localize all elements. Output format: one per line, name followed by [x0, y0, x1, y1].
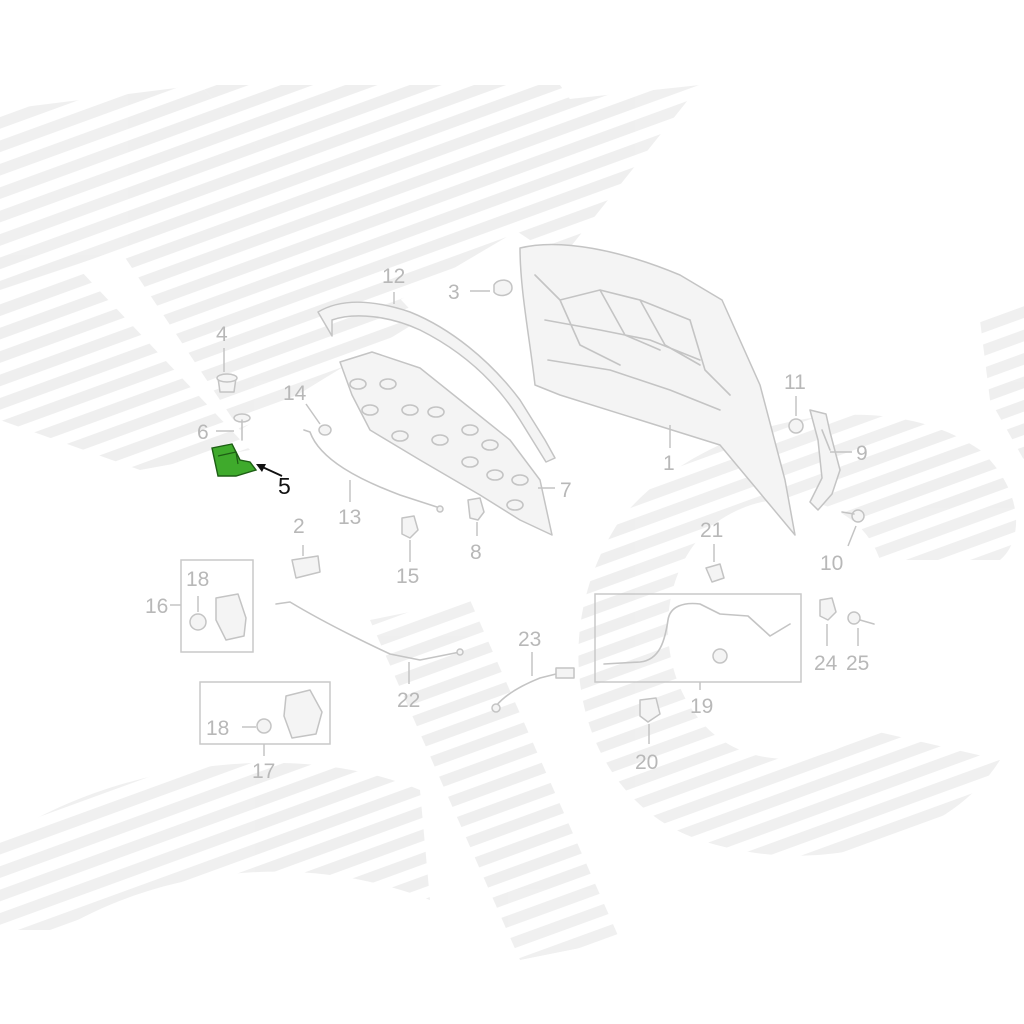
callout-9: 9 [856, 442, 868, 465]
callout-10: 10 [820, 552, 843, 575]
cable-23 [491, 667, 575, 713]
callout-2: 2 [293, 515, 305, 538]
bolt-10 [841, 509, 865, 523]
callout-13: 13 [338, 506, 361, 529]
clip-20 [639, 697, 661, 723]
group-box-17 [199, 681, 331, 745]
callout-11: 11 [784, 371, 806, 394]
watermark-logo [0, 85, 1024, 960]
hood-insulator [339, 351, 553, 536]
callout-3: 3 [448, 281, 460, 304]
bumper-stop [291, 555, 321, 579]
callout-12: 12 [382, 265, 405, 288]
callout-5: 5 [278, 473, 291, 499]
callout-21: 21 [700, 519, 723, 542]
group-box-16 [180, 559, 254, 653]
nut-11 [788, 418, 804, 434]
grommet-4 [216, 373, 238, 393]
callout-19: 19 [690, 695, 713, 718]
callout-25: 25 [846, 652, 869, 675]
prop-rod [303, 429, 444, 513]
callout-17: 17 [252, 760, 275, 783]
callout-4: 4 [216, 323, 228, 346]
callout-7: 7 [560, 479, 572, 502]
callout-15: 15 [396, 565, 419, 588]
washer-hose [603, 602, 791, 665]
latch-16 [189, 593, 247, 641]
callout-20: 20 [635, 751, 658, 774]
callout-8: 8 [470, 541, 482, 564]
callout-18a: 18 [186, 568, 209, 591]
clip-3 [493, 279, 513, 297]
hood-panel [519, 243, 796, 536]
callout-22: 22 [397, 689, 420, 712]
callout-16: 16 [145, 595, 168, 618]
release-cable [275, 601, 464, 661]
bolt-25 [847, 611, 875, 625]
callout-23: 23 [518, 628, 541, 651]
hinge-bracket-highlighted [211, 443, 258, 477]
clip-15 [401, 515, 419, 539]
callout-24: 24 [814, 652, 838, 675]
hood-seal [317, 301, 556, 463]
group-box-19 [594, 593, 802, 683]
callout-1: 1 [663, 452, 675, 475]
hood-hinge [809, 409, 841, 511]
latch-17 [256, 689, 323, 739]
nozzle-21 [705, 563, 725, 583]
bolt-6 [233, 413, 251, 441]
callout-18b: 18 [206, 717, 229, 740]
grommet-14 [318, 424, 332, 436]
clip-8 [467, 497, 485, 521]
clip-24 [819, 597, 837, 621]
callout-6: 6 [197, 421, 209, 444]
callout-14: 14 [283, 382, 307, 405]
